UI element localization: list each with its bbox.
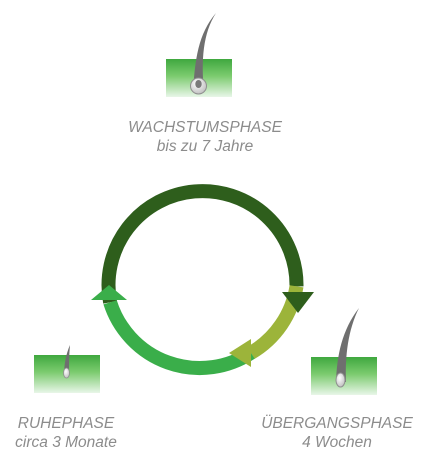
rest-phase-arc	[103, 300, 255, 376]
rest-phase-label: RUHEPHASE circa 3 Monate	[0, 414, 132, 452]
arrowhead-transition-end	[229, 339, 251, 367]
growth-phase-duration: bis zu 7 Jahre	[156, 138, 254, 155]
hair-follicle-short-icon	[34, 345, 100, 393]
transition-phase-title: ÜBERGANGSPHASE	[261, 415, 413, 432]
growth-phase-arc	[101, 184, 304, 304]
rest-phase-duration: circa 3 Monate	[15, 434, 117, 451]
hair-follicle-medium-icon	[311, 308, 377, 395]
transition-phase-label: ÜBERGANGSPHASE 4 Wochen	[243, 414, 431, 452]
growth-phase-title: WACHSTUMSPHASE	[128, 119, 282, 136]
arrowhead-growth-end	[282, 292, 314, 313]
hair-follicle-long-icon	[166, 13, 232, 97]
cycle-ring	[101, 184, 304, 376]
rest-phase-title: RUHEPHASE	[17, 415, 115, 432]
growth-phase-label: WACHSTUMSPHASE bis zu 7 Jahre	[95, 118, 315, 156]
transition-phase-duration: 4 Wochen	[302, 434, 372, 451]
arrowhead-rest-end	[91, 285, 127, 300]
